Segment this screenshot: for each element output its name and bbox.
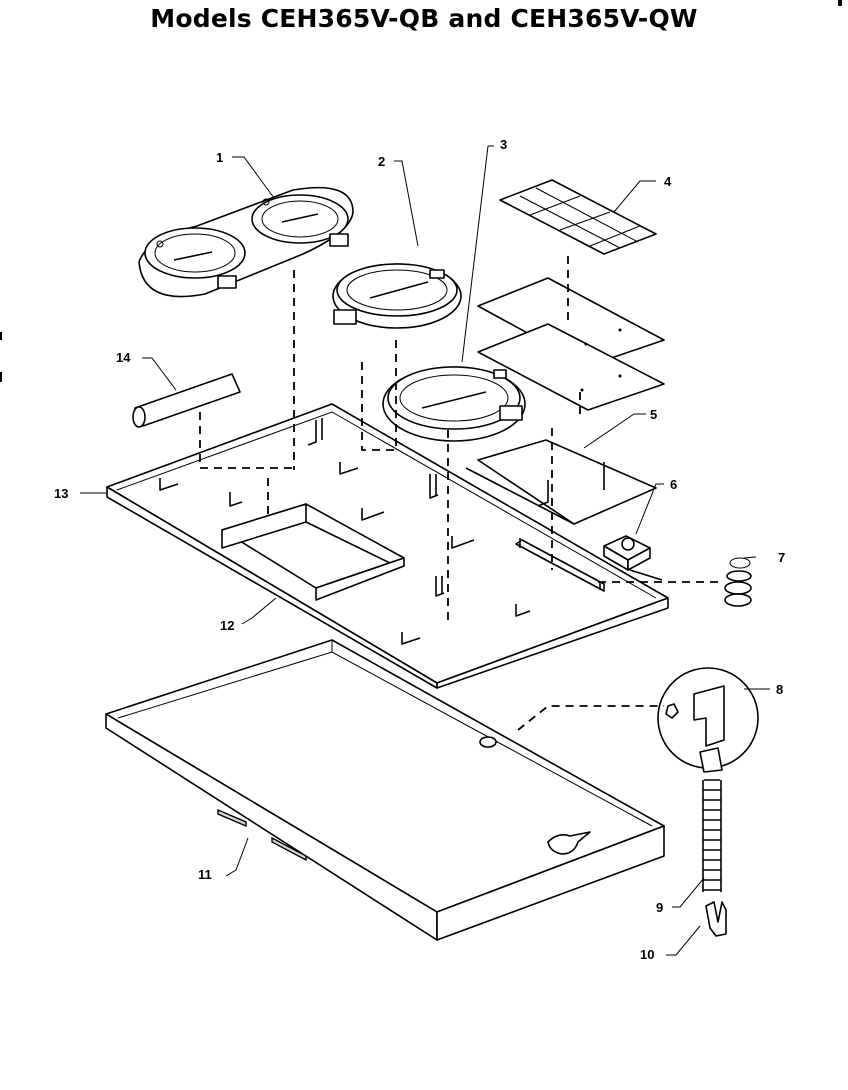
callout-3: 3 <box>500 137 507 152</box>
clip-detail-part-8 <box>657 667 759 773</box>
callout-5: 5 <box>650 407 657 422</box>
edge-mark <box>0 332 2 340</box>
harness-bracket-part-5 <box>465 439 657 525</box>
recess-well-part-12 <box>221 503 405 601</box>
single-element-part-3 <box>382 366 526 442</box>
callout-9: 9 <box>656 900 663 915</box>
callout-7: 7 <box>778 550 785 565</box>
bottom-pan-part-11 <box>105 639 665 941</box>
trim-part-14 <box>132 373 241 428</box>
bracket-part-4 <box>499 179 657 255</box>
callout-12: 12 <box>220 618 234 633</box>
switch-part-6 <box>603 535 663 581</box>
callout-4: 4 <box>664 174 672 189</box>
callout-11: 11 <box>198 867 212 882</box>
callout-10: 10 <box>640 947 654 962</box>
edge-mark <box>0 372 2 382</box>
spring-part-9 <box>702 779 722 892</box>
callout-labels: 1 2 3 4 5 6 7 8 9 10 11 12 13 14 <box>54 137 785 962</box>
callout-1: 1 <box>216 150 223 165</box>
callout-leaders <box>80 145 770 956</box>
cooktop-frame-part-13 <box>106 403 669 689</box>
callout-14: 14 <box>116 350 131 365</box>
spring-part-7 <box>724 557 752 607</box>
insulation-plates <box>477 277 665 411</box>
single-element-part-2 <box>332 263 462 329</box>
page-title: Models CEH365V-QB and CEH365V-QW <box>150 4 698 33</box>
callout-8: 8 <box>776 682 783 697</box>
dual-element-part-1 <box>138 186 354 298</box>
callout-6: 6 <box>670 477 677 492</box>
callout-2: 2 <box>378 154 385 169</box>
callout-13: 13 <box>54 486 68 501</box>
clip-part-10 <box>705 901 727 937</box>
edge-mark <box>838 0 842 6</box>
alignment-lines <box>199 256 722 731</box>
